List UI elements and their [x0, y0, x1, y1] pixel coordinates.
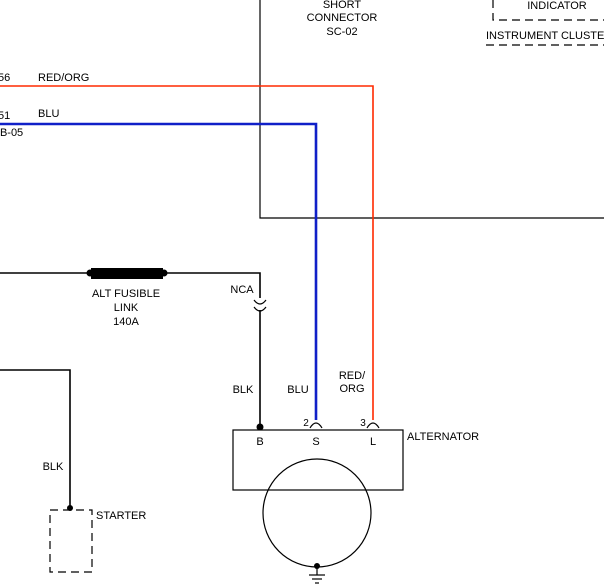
- blu-vertical-label: BLU: [287, 384, 308, 396]
- starter-label: STARTER: [96, 510, 146, 522]
- alternator-terminal-l: L: [370, 436, 376, 448]
- l-connector-arc: [366, 422, 380, 429]
- fusible-link-end-right: [160, 269, 168, 277]
- blu-from-pin: 51: [0, 110, 10, 122]
- indicator-label: INDICATOR: [527, 0, 587, 12]
- fusible-link-end-left: [86, 269, 94, 277]
- short-connector-label-1: SHORT: [323, 0, 362, 11]
- starter-box: [49, 509, 93, 573]
- b-terminal-dot: [256, 423, 264, 431]
- alternator-terminal-b: B: [256, 436, 263, 448]
- alternator-pin-l: 3: [360, 418, 366, 429]
- nca-label: NCA: [230, 284, 254, 296]
- short-connector-label-2: CONNECTOR: [307, 12, 378, 24]
- nca-connector-upper: [253, 299, 267, 305]
- blk-alt-wire-label: BLK: [233, 384, 254, 396]
- fusible-link: [91, 268, 163, 279]
- short-connector-label-3: SC-02: [326, 26, 357, 38]
- red-org-wire-label: RED/ORG: [38, 72, 89, 84]
- blu-from-connector: UB-05: [0, 127, 23, 139]
- red-org-wire: [0, 85, 374, 420]
- alternator-terminal-s: S: [312, 436, 319, 448]
- fusible-link-label-3: 140A: [113, 316, 139, 328]
- instrument-cluster-label: INSTRUMENT CLUSTE: [486, 30, 604, 42]
- blk-starter-wire: [0, 369, 71, 508]
- blk-starter-wire-label: BLK: [43, 461, 64, 473]
- alternator-terminal-box: [232, 429, 404, 491]
- alternator-body: [262, 458, 372, 568]
- red-org-vertical-label-2: ORG: [339, 383, 364, 395]
- instrument-area-box: [259, 0, 604, 219]
- indicator-box: [492, 0, 604, 21]
- red-org-vertical-label-1: RED/: [339, 370, 366, 382]
- blu-wire-label: BLU: [38, 108, 59, 120]
- red-org-from-pin: 56: [0, 72, 10, 84]
- s-connector-arc: [309, 422, 323, 429]
- alternator-label: ALTERNATOR: [407, 431, 479, 443]
- fusible-link-label-1: ALT FUSIBLE: [92, 288, 160, 300]
- alternator-pin-s: 2: [303, 418, 309, 429]
- blu-wire: [0, 122, 318, 420]
- fusible-link-label-2: LINK: [114, 302, 139, 314]
